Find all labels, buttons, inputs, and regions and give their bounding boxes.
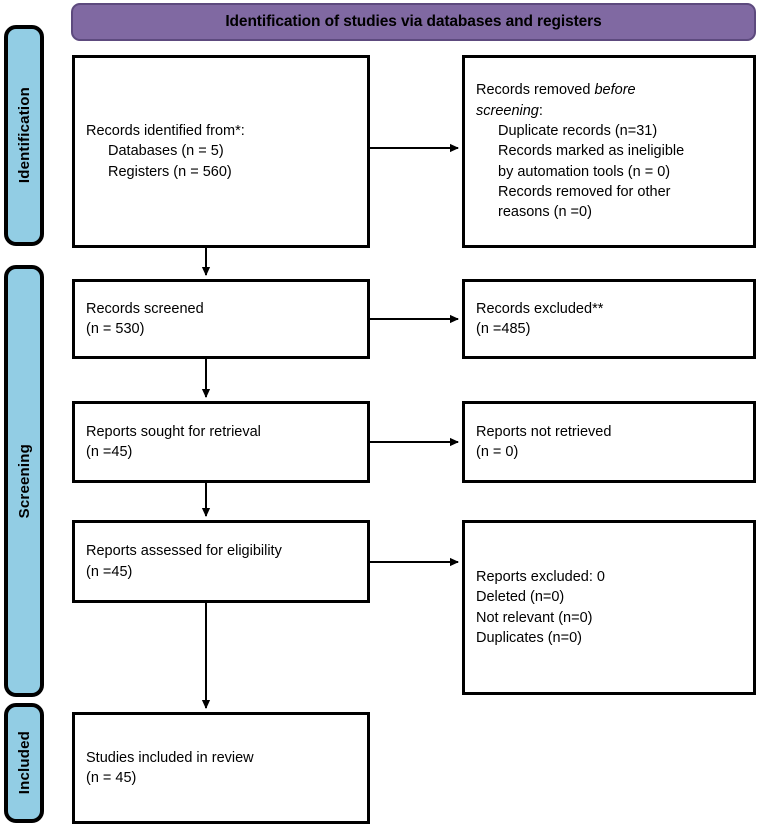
- phase-banner-identification: Identification of studies via databases …: [71, 3, 756, 41]
- node-reports-not-retrieved: Reports not retrieved (n = 0): [462, 401, 756, 483]
- node-records-identified: Records identified from*: Databases (n =…: [72, 55, 370, 248]
- node-line: Reports not retrieved: [476, 423, 612, 440]
- node-line-emphasis: before: [594, 82, 636, 99]
- stage-label-identification: Identification: [4, 25, 44, 246]
- node-records-removed: Records removed before screening: Duplic…: [462, 55, 756, 248]
- node-line-text: :: [538, 102, 543, 119]
- node-line: Duplicate records (n=31): [498, 123, 658, 140]
- node-line: Not relevant (n=0): [476, 609, 593, 626]
- node-line: Reports excluded: 0: [476, 568, 605, 585]
- node-line: Records screened: [86, 300, 204, 317]
- node-line-emphasis: screening: [476, 102, 539, 119]
- node-line: Reports assessed for eligibility: [86, 543, 282, 560]
- node-line: Deleted (n=0): [476, 589, 565, 606]
- node-line: Duplicates (n=0): [476, 629, 582, 646]
- stage-label-screening: Screening: [4, 265, 44, 697]
- node-line: (n =45): [86, 444, 133, 460]
- node-line: (n =485): [476, 321, 531, 337]
- node-records-excluded: Records excluded** (n =485): [462, 279, 756, 359]
- node-line: screening:: [476, 101, 742, 121]
- node-line: (n = 0): [476, 444, 519, 460]
- node-line: Records marked as ineligible: [498, 143, 685, 160]
- node-line: Records removed before: [476, 80, 742, 100]
- stage-label-included: Included: [4, 703, 44, 823]
- node-line: Registers (n = 560): [108, 163, 232, 180]
- node-line: Records identified from*:: [86, 123, 245, 140]
- node-line: (n = 45): [86, 770, 137, 786]
- node-line: Studies included in review: [86, 749, 254, 766]
- node-line: Records excluded**: [476, 300, 604, 317]
- node-reports-sought: Reports sought for retrieval (n =45): [72, 401, 370, 483]
- node-records-screened: Records screened (n = 530): [72, 279, 370, 359]
- node-line: (n = 530): [86, 321, 145, 337]
- phase-banner-title: Identification of studies via databases …: [225, 13, 602, 30]
- node-line-text: Records removed: [476, 82, 595, 99]
- node-line: Records removed for other: [498, 183, 671, 200]
- node-reports-assessed: Reports assessed for eligibility (n =45): [72, 520, 370, 603]
- node-line: reasons (n =0): [498, 204, 592, 221]
- node-studies-included: Studies included in review (n = 45): [72, 712, 370, 824]
- node-line: by automation tools (n = 0): [498, 163, 671, 180]
- node-reports-excluded: Reports excluded: 0 Deleted (n=0) Not re…: [462, 520, 756, 695]
- node-line: Databases (n = 5): [108, 143, 224, 160]
- node-line: (n =45): [86, 563, 133, 580]
- node-line: Reports sought for retrieval: [86, 423, 261, 440]
